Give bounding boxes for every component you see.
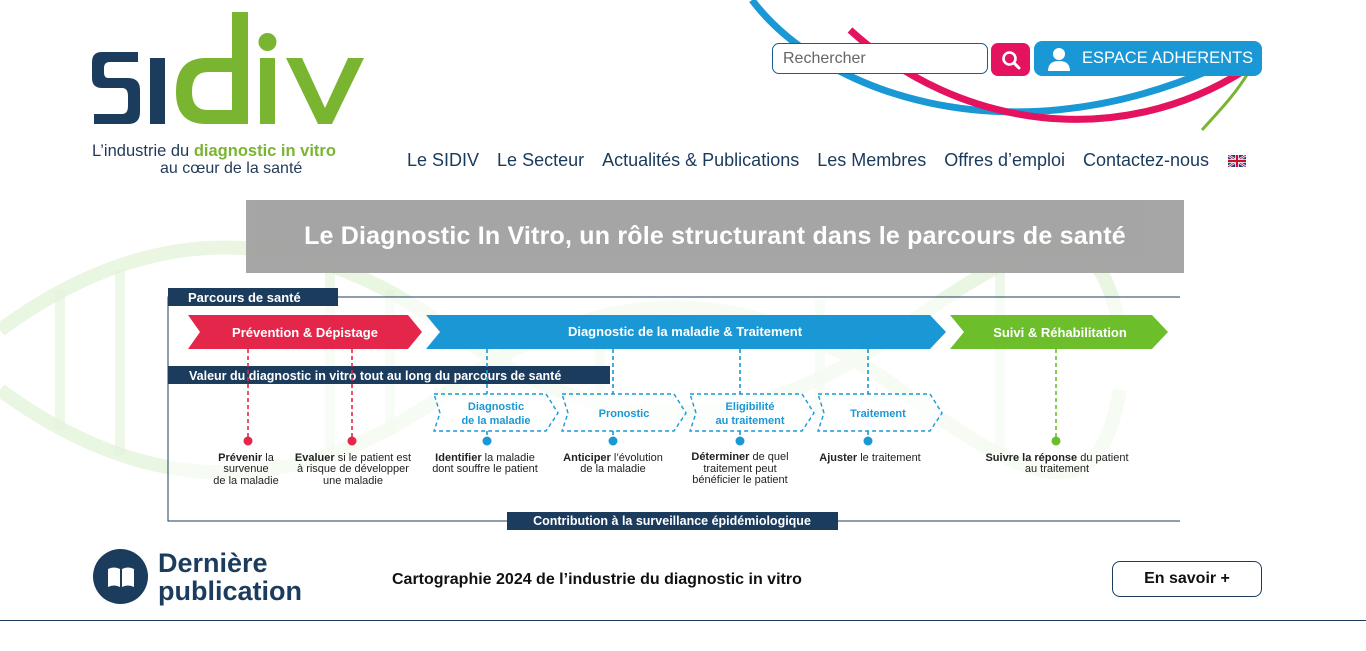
publication-link[interactable]: Cartographie 2024 de l’industrie du diag… — [392, 571, 802, 588]
box-traitement-line1: Traitement — [850, 408, 906, 420]
tagline-line2: au cœur de la santé — [160, 160, 303, 177]
stage-label-diagnostic: Diagnostic de la maladie & Traitement — [568, 324, 803, 339]
nav-item-le-secteur[interactable]: Le Secteur — [497, 150, 585, 170]
user-icon — [1048, 47, 1070, 71]
sidiv-logo[interactable]: L’industrie du diagnostic in vitro au cœ… — [92, 10, 372, 185]
search-icon — [1001, 50, 1020, 69]
point-prevenir-line2: survenue — [223, 463, 268, 475]
sidiv-wordmark — [92, 12, 364, 124]
point-evaluer-line2: à risque de développer — [297, 463, 409, 475]
dot-ajuster — [863, 436, 873, 446]
valeur-label: Valeur du diagnostic in vitro tout au lo… — [189, 369, 561, 383]
search-button[interactable] — [991, 43, 1030, 76]
footer-divider — [0, 620, 1366, 621]
tagline-highlight: diagnostic in vitro — [193, 142, 336, 160]
dot-evaluer — [347, 436, 357, 446]
hero-title: Le Diagnostic In Vitro, un rôle structur… — [304, 222, 1126, 250]
dot-anticiper — [608, 436, 618, 446]
en-savoir-plus-button[interactable]: En savoir + — [1112, 561, 1262, 597]
point-ajuster-line1: Ajuster le traitement — [819, 452, 921, 464]
search-input[interactable] — [772, 43, 988, 74]
espace-adherents-button[interactable]: ESPACE ADHERENTS — [1034, 41, 1262, 76]
tagline-part1: L’industrie du — [92, 142, 194, 160]
point-determiner-line2: traitement peut — [703, 463, 776, 475]
box-diagnostic — [433, 393, 559, 432]
dot-prevenir — [243, 436, 253, 446]
point-anticiper-line1: Anticiper l’évolution — [563, 452, 663, 464]
point-prevenir-line3: de la maladie — [213, 475, 278, 487]
stage-arrow-diagnostic — [426, 315, 946, 349]
point-identifier-line2: dont souffre le patient — [432, 463, 538, 475]
point-suivre-line2: au traitement — [1025, 463, 1089, 475]
pub-title-line1: Dernière — [158, 548, 268, 578]
pub-title-line2: publication — [158, 576, 302, 606]
parcours-label: Parcours de santé — [188, 290, 301, 305]
espace-adherents-label: ESPACE ADHERENTS — [1082, 49, 1254, 67]
box-pronostic — [561, 393, 687, 432]
nav-item-offres-emploi[interactable]: Offres d’emploi — [944, 150, 1065, 170]
point-determiner-line1: Déterminer de quel — [691, 451, 788, 463]
parcours-label-box — [168, 288, 338, 306]
contribution-label: Contribution à la surveillance épidémiol… — [533, 514, 811, 528]
uk-flag-icon[interactable] — [1228, 154, 1247, 167]
nav-item-le-sidiv[interactable]: Le SIDIV — [407, 150, 480, 170]
search-bar — [772, 43, 1030, 76]
stage-label-prevention: Prévention & Dépistage — [232, 325, 378, 340]
nav-item-actualites[interactable]: Actualités & Publications — [602, 150, 800, 170]
hero-banner: Le Diagnostic In Vitro, un rôle structur… — [246, 200, 1184, 273]
point-prevenir-line1: Prévenir la — [218, 452, 275, 464]
box-diagnostic-line1: Diagnostic — [468, 401, 524, 413]
nav-item-membres[interactable]: Les Membres — [817, 150, 927, 170]
nav-item-contact[interactable]: Contactez-nous — [1082, 150, 1210, 170]
valeur-label-box — [168, 366, 610, 384]
stage-arrow-suivi — [950, 315, 1168, 349]
main-nav: Le SIDIV Le Secteur Actualités & Publica… — [407, 150, 1247, 171]
book-icon — [93, 549, 148, 604]
point-anticiper-line2: de la maladie — [580, 463, 645, 475]
stage-arrow-prevention — [188, 315, 422, 349]
point-identifier-line1: Identifier la maladie — [435, 452, 535, 464]
stage-label-suivi: Suivi & Réhabilitation — [993, 325, 1127, 340]
dot-determiner — [735, 436, 745, 446]
point-evaluer-line3: une maladie — [323, 475, 383, 487]
contribution-label-box — [507, 512, 838, 530]
latest-publication-heading: Dernière publication — [158, 549, 302, 605]
parcours-infographic: Parcours de santé Prévention & Dépistage… — [160, 286, 1180, 536]
dot-suivre — [1051, 436, 1061, 446]
point-determiner-line3: bénéficier le patient — [692, 474, 787, 486]
box-eligibilite-line1: Eligibilité — [726, 401, 775, 413]
dot-identifier — [482, 436, 492, 446]
box-eligibilite — [689, 393, 815, 432]
box-traitement — [817, 393, 943, 432]
point-evaluer-line1: Evaluer si le patient est — [295, 452, 411, 464]
box-diagnostic-line2: de la maladie — [461, 415, 530, 427]
box-eligibilite-line2: au traitement — [715, 415, 784, 427]
point-suivre-line1: Suivre la réponse du patient — [985, 452, 1128, 464]
logo-tagline: L’industrie du diagnostic in vitro au cœ… — [92, 142, 372, 178]
box-pronostic-line1: Pronostic — [599, 408, 650, 420]
